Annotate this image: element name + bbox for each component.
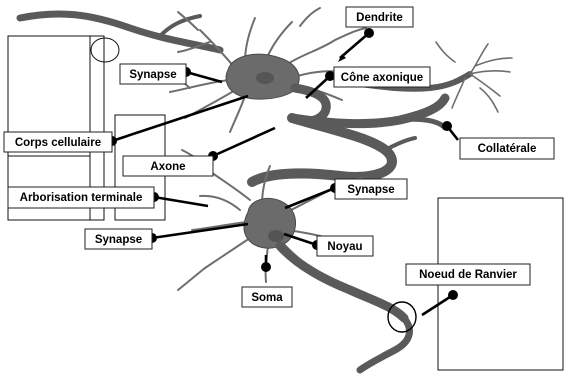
svg-text:Arborisation terminale: Arborisation terminale bbox=[20, 192, 143, 204]
svg-text:Dendrite: Dendrite bbox=[356, 12, 403, 24]
svg-text:Noyau: Noyau bbox=[327, 241, 362, 253]
label-cone-axonique: Cône axonique bbox=[334, 67, 430, 87]
label-synapse-top: Synapse bbox=[120, 64, 186, 84]
label-soma: Soma bbox=[242, 287, 292, 307]
label-synapse-mid: Synapse bbox=[335, 179, 407, 199]
svg-text:Corps cellulaire: Corps cellulaire bbox=[15, 137, 101, 149]
svg-text:Collatérale: Collatérale bbox=[478, 143, 537, 155]
svg-text:Cône axonique: Cône axonique bbox=[341, 72, 423, 84]
svg-text:Noeud de Ranvier: Noeud de Ranvier bbox=[419, 269, 517, 281]
label-dendrite: Dendrite bbox=[346, 7, 413, 27]
svg-text:Synapse: Synapse bbox=[129, 69, 176, 81]
label-corps-cellulaire: Corps cellulaire bbox=[4, 132, 112, 152]
label-noyau: Noyau bbox=[317, 236, 373, 256]
svg-text:Synapse: Synapse bbox=[95, 234, 142, 246]
label-arborisation-terminale: Arborisation terminale bbox=[8, 187, 154, 208]
label-synapse-low: Synapse bbox=[85, 229, 152, 249]
label-axone: Axone bbox=[123, 156, 213, 176]
svg-text:Soma: Soma bbox=[251, 292, 283, 304]
svg-text:Synapse: Synapse bbox=[347, 184, 394, 196]
svg-text:Axone: Axone bbox=[150, 161, 185, 173]
label-collaterale: Collatérale bbox=[460, 138, 554, 159]
label-noeud-de-ranvier: Noeud de Ranvier bbox=[406, 264, 530, 285]
